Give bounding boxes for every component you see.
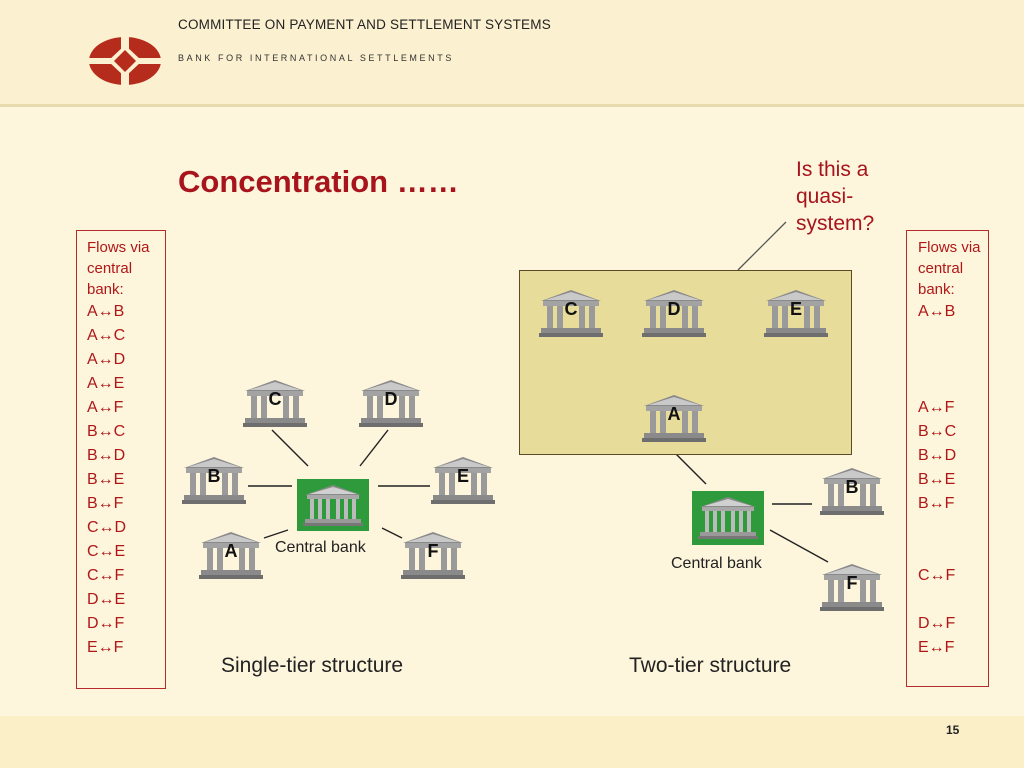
bank-label: F xyxy=(846,573,858,593)
slide-title: Concentration …… xyxy=(178,164,459,199)
list-item: B↔D xyxy=(918,447,957,464)
bank-building-icon xyxy=(820,468,884,515)
bank-label: B xyxy=(845,477,859,497)
left-flows-box: Flows via central bank: A↔B A↔C A↔D A↔E … xyxy=(76,230,166,689)
list-item: B↔F xyxy=(87,495,124,512)
list-item: B↔C xyxy=(87,423,126,440)
bank-d-single: D xyxy=(357,378,425,428)
bank-e-single: E xyxy=(429,455,497,505)
central-bank-label: Central bank xyxy=(671,555,762,572)
list-item: A↔E xyxy=(87,375,125,392)
list-item: A↔D xyxy=(87,351,126,368)
list-item xyxy=(918,372,988,396)
slide-footer xyxy=(0,716,1024,768)
list-item: E↔F xyxy=(87,639,124,656)
bank-building-icon xyxy=(820,564,884,611)
list-item xyxy=(918,540,988,564)
bank-f-single: F xyxy=(399,530,467,580)
bank-building-icon xyxy=(764,290,828,337)
bank-building-icon xyxy=(431,457,495,504)
bank-building-icon xyxy=(539,290,603,337)
list-item: B↔E xyxy=(87,471,125,488)
list-item: D↔F xyxy=(918,615,956,632)
bank-c-single: C xyxy=(241,378,309,428)
bank-building-icon xyxy=(401,532,465,579)
bank-a-single: A xyxy=(197,530,265,580)
central-bank-label: Central bank xyxy=(275,539,366,556)
central-bank-icon xyxy=(297,479,369,531)
bank-label: A xyxy=(667,404,681,424)
list-item: C↔E xyxy=(87,543,126,560)
bank-label: E xyxy=(456,466,469,486)
list-item: A↔F xyxy=(87,399,124,416)
list-item: A↔B xyxy=(87,303,125,320)
list-item: C↔F xyxy=(918,567,956,584)
slide-header: COMMITTEE ON PAYMENT AND SETTLEMENT SYST… xyxy=(0,0,1024,107)
right-flows-box: Flows via central bank: A↔B A↔F B↔C B↔D … xyxy=(906,230,989,687)
list-item: D↔F xyxy=(87,615,125,632)
list-item: E↔F xyxy=(918,639,955,656)
central-bank-icon xyxy=(692,491,764,545)
left-flows-list: A↔B A↔C A↔D A↔E A↔F B↔C B↔D B↔E B↔F C↔D … xyxy=(87,300,157,660)
bank-name: BANK FOR INTERNATIONAL SETTLEMENTS xyxy=(178,53,454,63)
bank-b-two: B xyxy=(818,466,886,516)
bank-label: A xyxy=(224,541,238,561)
bank-label: D xyxy=(667,299,681,319)
list-item xyxy=(918,588,988,612)
bank-label: B xyxy=(207,466,221,486)
bank-a-two: A xyxy=(640,393,708,443)
committee-name: COMMITTEE ON PAYMENT AND SETTLEMENT SYST… xyxy=(178,17,551,32)
list-item xyxy=(918,348,988,372)
bank-c-two: C xyxy=(537,288,605,338)
bank-building-icon xyxy=(642,395,706,442)
callout-text: Is this a quasi-system? xyxy=(796,158,875,235)
list-item: B↔C xyxy=(918,423,957,440)
list-item: D↔E xyxy=(87,591,126,608)
bank-e-two: E xyxy=(762,288,830,338)
list-item: A↔C xyxy=(87,327,126,344)
bank-building-icon xyxy=(642,290,706,337)
bank-label: C xyxy=(268,389,282,409)
bank-label: E xyxy=(789,299,802,319)
bank-building-icon xyxy=(243,380,307,427)
two-tier-caption: Two-tier structure xyxy=(629,654,792,677)
bank-label: F xyxy=(427,541,439,561)
page-number: 15 xyxy=(946,723,960,737)
bank-building-icon xyxy=(182,457,246,504)
bank-building-icon xyxy=(199,532,263,579)
left-flows-header: Flows via central bank: xyxy=(87,239,150,298)
bank-b-single: B xyxy=(180,455,248,505)
single-tier-caption: Single-tier structure xyxy=(221,654,404,677)
list-item: C↔F xyxy=(87,567,125,584)
list-item: B↔F xyxy=(918,495,955,512)
bank-f-two: F xyxy=(818,562,886,612)
list-item: B↔D xyxy=(87,447,126,464)
right-flows-list: A↔B A↔F B↔C B↔D B↔E B↔F C↔F D↔F E↔F xyxy=(918,300,988,660)
bank-label: D xyxy=(384,389,398,409)
bank-building-icon xyxy=(359,380,423,427)
list-item: C↔D xyxy=(87,519,127,536)
bis-logo xyxy=(88,36,162,86)
bank-d-two: D xyxy=(640,288,708,338)
list-item: A↔F xyxy=(918,399,955,416)
right-flows-header: Flows via central bank: xyxy=(918,239,981,298)
list-item: B↔E xyxy=(918,471,956,488)
list-item: A↔B xyxy=(918,303,956,320)
list-item xyxy=(918,324,988,348)
list-item xyxy=(918,516,988,540)
bank-label: C xyxy=(564,299,578,319)
